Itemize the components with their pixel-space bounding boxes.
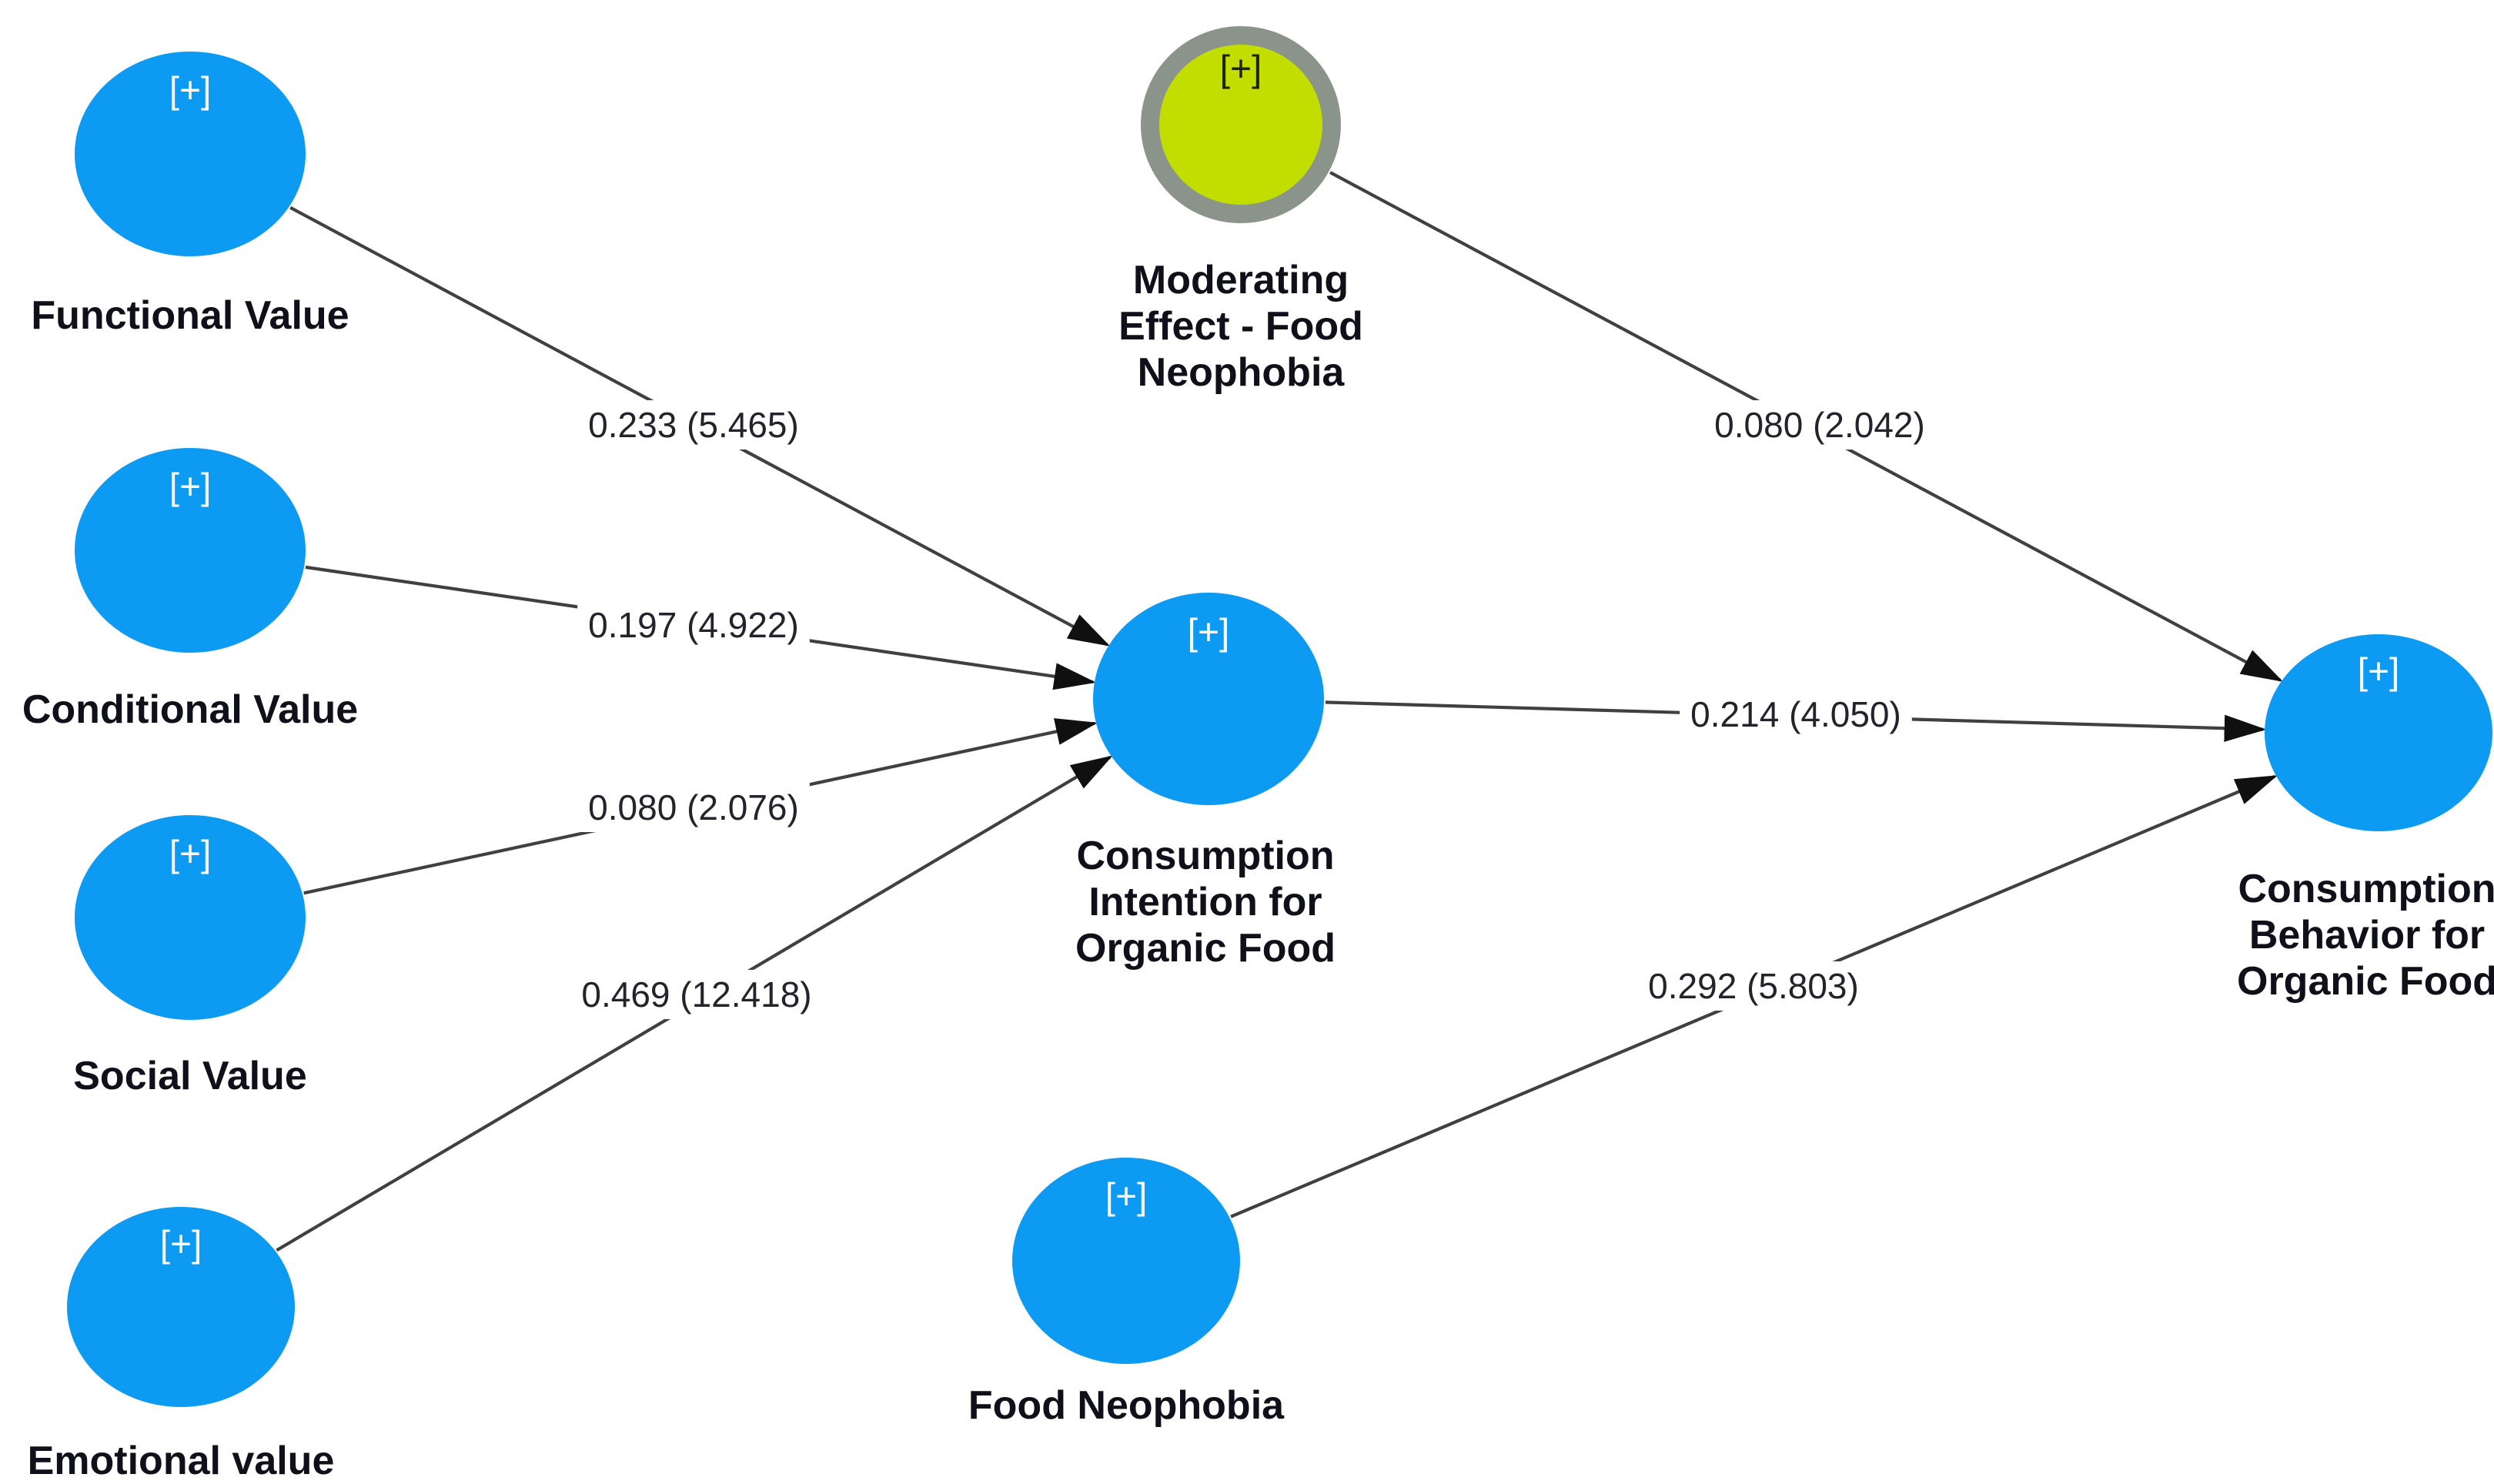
edge-label-backdrop — [577, 600, 810, 650]
expand-indicators-badge-functional_value[interactable]: [+] — [169, 71, 212, 112]
expand-indicators-badge-consumption_intention[interactable]: [+] — [1188, 613, 1230, 653]
construct-ellipse-food_neophobia[interactable] — [1012, 1158, 1240, 1364]
construct-ellipse-emotional_value[interactable] — [67, 1207, 295, 1407]
expand-indicators-badge-emotional_value[interactable]: [+] — [160, 1225, 202, 1265]
node-functional_value: [+] Functional Value — [31, 52, 349, 338]
node-food_neophobia: [+] Food Neophobia — [968, 1158, 1285, 1428]
node-label-conditional_value: Conditional Value — [22, 687, 358, 732]
expand-indicators-badge-conditional_value[interactable]: [+] — [169, 467, 212, 508]
construct-ellipse-consumption_behavior[interactable] — [2265, 634, 2492, 831]
edge-label-backdrop — [1637, 961, 1870, 1011]
path-coefficient-food_neophobia-to-consumption_behavior[interactable]: 0.292 (5.803) — [1648, 966, 1859, 1006]
construct-ellipse-consumption_intention[interactable] — [1093, 593, 1324, 805]
expand-indicators-badge-food_neophobia[interactable]: [+] — [1105, 1177, 1148, 1218]
nodes-layer: [+]Functional Value[+]Conditional Value[… — [22, 26, 2494, 1483]
expand-indicators-badge-moderating_effect_food_neophobia[interactable]: [+] — [1220, 49, 1262, 90]
expand-indicators-badge-social_value[interactable]: [+] — [169, 834, 212, 875]
node-label-food_neophobia: Food Neophobia — [968, 1383, 1285, 1428]
path-coefficient-social_value-to-consumption_intention[interactable]: 0.080 (2.076) — [588, 787, 799, 827]
construct-ellipse-moderating_effect_food_neophobia[interactable] — [1141, 26, 1341, 223]
edge-label-backdrop — [570, 970, 823, 1019]
edge-label-backdrop — [1703, 400, 1936, 450]
path-coefficient-emotional_value-to-consumption_intention[interactable]: 0.469 (12.418) — [581, 974, 811, 1014]
edge-label-backdrop — [577, 783, 810, 832]
edge-label-backdrop — [577, 400, 810, 450]
construct-ellipse-functional_value[interactable] — [75, 52, 306, 256]
node-emotional_value: [+] Emotional value — [28, 1207, 335, 1483]
edge-labels-layer: 0.233 (5.465) 0.197 (4.922) 0.080 (2.076) 0… — [570, 400, 1936, 1019]
node-label-emotional_value: Emotional value — [28, 1439, 335, 1483]
path-coefficient-conditional_value-to-consumption_intention[interactable]: 0.197 (4.922) — [588, 605, 799, 645]
node-conditional_value: [+] Conditional Value — [22, 448, 358, 732]
path-coefficient-consumption_intention-to-consumption_behavior[interactable]: 0.214 (4.050) — [1690, 694, 1901, 734]
path-coefficient-moderating_effect_food_neophobia-to-consumption_behavior[interactable]: 0.080 (2.042) — [1714, 405, 1925, 445]
construct-ellipse-social_value[interactable] — [75, 815, 306, 1020]
expand-indicators-badge-consumption_behavior[interactable]: [+] — [2358, 652, 2400, 693]
node-label-social_value: Social Value — [73, 1054, 307, 1098]
path-coefficient-functional_value-to-consumption_intention[interactable]: 0.233 (5.465) — [588, 405, 799, 445]
construct-ellipse-conditional_value[interactable] — [75, 448, 306, 653]
node-social_value: [+] Social Value — [73, 815, 307, 1098]
edge-label-backdrop — [1680, 690, 1912, 739]
node-label-functional_value: Functional Value — [31, 293, 349, 338]
